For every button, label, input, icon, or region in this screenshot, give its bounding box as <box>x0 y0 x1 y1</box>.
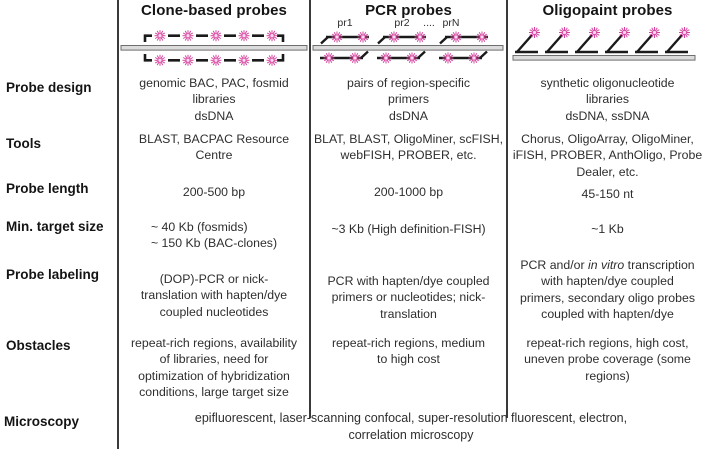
row-label-probe-design: Probe design <box>6 80 92 95</box>
primer-tail-icon <box>439 36 448 45</box>
header-oligopaint-probes: Oligopaint probes <box>542 2 673 19</box>
fluorophore-star-icon <box>266 29 278 42</box>
pcr-probe-diagram: pr1 pr2 .... prN <box>312 17 504 64</box>
oligo-arm-icon <box>606 34 623 53</box>
cell-probe-labeling-clone: (DOP)-PCR or nick- translation with hapt… <box>140 272 288 319</box>
probe-bracket-icon <box>277 34 285 42</box>
primer-tail-icon <box>320 36 329 45</box>
fluorophore-star-icon <box>414 31 426 43</box>
cell-probe-design-oligopaint: synthetic oligonucleotide libraries dsDN… <box>540 76 675 123</box>
oligo-arm-icon <box>546 34 563 53</box>
fluorophore-star-icon <box>323 52 335 64</box>
fluorophore-star-icon <box>406 52 418 64</box>
primer-label-prN: prN <box>443 17 460 29</box>
fluorophore-star-icon <box>210 29 222 42</box>
row-label-microscopy: Microscopy <box>4 414 80 429</box>
fluorophore-star-icon <box>266 54 278 67</box>
primer-label-dots: .... <box>423 17 435 29</box>
fluorophore-star-icon <box>182 29 194 42</box>
fluorophore-star-icon <box>468 52 480 64</box>
cell-probe-labeling-pcr: PCR with hapten/dye coupled primers or n… <box>327 274 490 321</box>
cell-tools-clone: BLAST, BACPAC Resource Centre <box>138 132 290 163</box>
cell-probe-length-pcr: 200-1000 bp <box>373 185 444 199</box>
fluorophore-star-icon <box>442 52 454 64</box>
primer-tail-icon <box>377 36 386 45</box>
cell-tools-oligopaint: Chorus, OligoArray, OligoMiner, iFISH, P… <box>512 132 703 179</box>
cell-probe-length-clone: 200-500 bp <box>182 185 246 199</box>
labeling-text-after: transcription with hapten/dye coupled pr… <box>520 258 695 322</box>
clone-based-probe-diagram <box>120 29 308 67</box>
cell-microscopy-all-columns: epifluorescent, laser-scanning confocal,… <box>194 411 628 442</box>
fluorophore-star-icon <box>380 52 392 64</box>
row-label-probe-labeling: Probe labeling <box>6 267 100 282</box>
dna-duplex-icon <box>512 55 696 61</box>
cell-obstacles-clone: repeat-rich regions, availability of lib… <box>130 336 298 400</box>
cell-tools-pcr: BLAT, BLAST, OligoMiner, scFISH, webFISH… <box>313 132 504 163</box>
fluorophore-star-icon <box>238 29 250 42</box>
divider-col2-col3 <box>506 0 508 418</box>
primer-tail-icon <box>417 50 426 59</box>
header-pcr-probes: PCR probes <box>365 2 452 19</box>
cell-probe-labeling-oligopaint: PCR and/or in vitro transcription with h… <box>508 257 707 323</box>
header-clone-based-probes: Clone-based probes <box>141 2 287 19</box>
fluorophore-star-icon <box>349 52 361 64</box>
fluorophore-star-icon <box>450 31 462 43</box>
fluorophore-star-icon <box>476 31 488 43</box>
primer-tail-icon <box>360 50 369 59</box>
cell-probe-length-oligopaint: 45-150 nt <box>581 187 634 201</box>
cell-min-target-clone: ~ 40 Kb (fosmids) ~ 150 Kb (BAC-clones) <box>119 219 309 252</box>
fluorophore-star-icon <box>357 31 369 43</box>
fluorophore-star-icon <box>154 29 166 42</box>
fluorophore-star-icon <box>331 31 343 43</box>
probe-bracket-icon <box>277 54 285 62</box>
cell-probe-design-pcr: pairs of region-specific primers dsDNA <box>346 76 471 123</box>
cell-obstacles-pcr: repeat-rich regions, medium to high cost <box>331 336 486 367</box>
cell-min-target-oligopaint: ~1 Kb <box>591 222 624 236</box>
fluorophore-star-icon <box>238 54 250 67</box>
probe-bracket-icon <box>143 34 151 42</box>
primer-label-pr2: pr2 <box>394 17 409 29</box>
min-target-clone-text: ~ 40 Kb (fosmids) ~ 150 Kb (BAC-clones) <box>150 220 278 251</box>
fluorophore-star-icon <box>154 54 166 67</box>
oligo-arm-icon <box>516 34 533 53</box>
oligo-arm-icon <box>666 34 683 53</box>
fluorophore-star-icon <box>210 54 222 67</box>
row-label-obstacles: Obstacles <box>6 338 71 353</box>
probe-bracket-icon <box>143 54 151 62</box>
row-label-probe-length: Probe length <box>6 181 89 196</box>
oligo-arm-icon <box>576 34 593 53</box>
cell-probe-design-clone: genomic BAC, PAC, fosmid libraries dsDNA <box>139 76 289 123</box>
primer-tail-icon <box>479 50 488 59</box>
divider-col1-col2 <box>309 0 311 418</box>
labeling-text-before: PCR and/or <box>520 258 589 272</box>
dna-duplex-icon <box>120 45 308 51</box>
oligo-arm-icon <box>636 34 653 53</box>
divider-labels-col <box>117 0 119 449</box>
primer-label-pr1: pr1 <box>337 17 352 29</box>
fluorophore-star-icon <box>182 54 194 67</box>
cell-obstacles-oligopaint: repeat-rich regions, high cost, uneven p… <box>524 336 691 383</box>
labeling-text-in-vitro: in vitro <box>588 258 625 272</box>
dna-duplex-icon <box>312 45 504 51</box>
oligopaint-probe-diagram <box>512 26 696 61</box>
row-label-tools: Tools <box>6 136 41 151</box>
row-label-min-target-size: Min. target size <box>6 219 104 234</box>
fluorophore-star-icon <box>388 31 400 43</box>
cell-min-target-pcr: ~3 Kb (High definition-FISH) <box>331 222 486 236</box>
